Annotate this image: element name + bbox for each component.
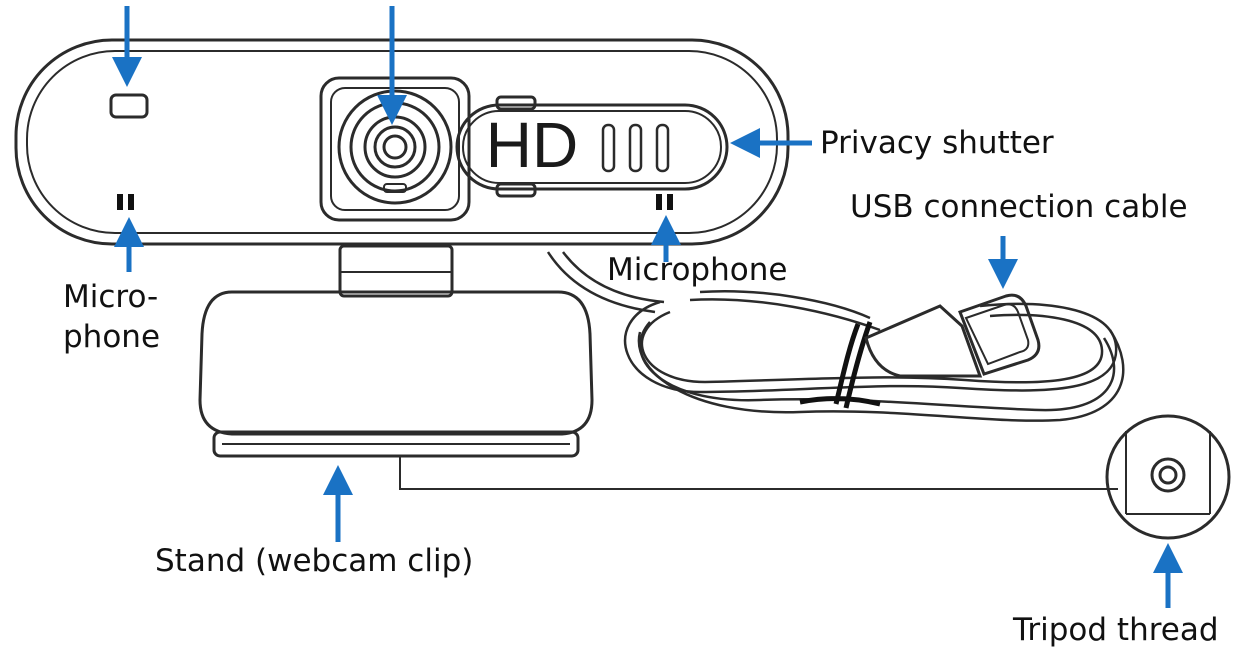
tripod-thread-icon <box>1105 414 1231 540</box>
stand-clip <box>198 290 594 436</box>
usb-cable-coil <box>623 289 1125 422</box>
webcam-body <box>14 38 790 246</box>
cable-tie <box>799 321 881 409</box>
webcam-lens-icon <box>337 89 453 205</box>
usb-plug-icon <box>864 293 1041 378</box>
label-stand: Stand (webcam clip) <box>155 543 474 579</box>
label-microphone-left-1: Micro- <box>63 279 159 315</box>
stand-base <box>212 430 580 458</box>
label-microphone-left-2: phone <box>63 319 161 355</box>
usb-cable-lead <box>546 251 656 314</box>
label-microphone-right: Microphone <box>607 252 788 288</box>
lens-housing <box>319 76 471 222</box>
label-usb-cable: USB connection cable <box>850 189 1188 225</box>
microphone-hole-icon <box>117 194 673 210</box>
label-privacy-shutter: Privacy shutter <box>820 125 1054 161</box>
privacy-shutter <box>455 95 729 198</box>
hd-badge: HD <box>486 109 578 181</box>
indicator-light <box>109 93 149 119</box>
label-tripod-thread: Tripod thread <box>1013 612 1219 648</box>
